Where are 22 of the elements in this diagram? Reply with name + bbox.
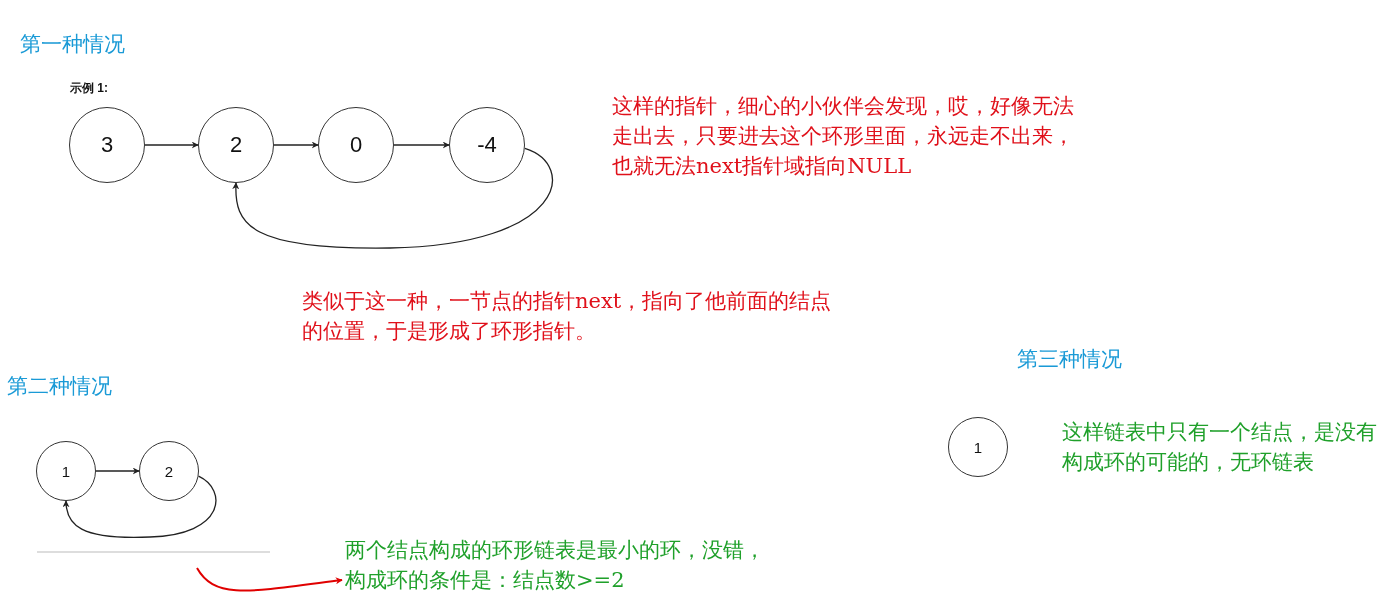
- arrow: [196, 567, 343, 592]
- list-node-circle: 2: [139, 441, 199, 501]
- example-caption: 示例 1:: [70, 80, 109, 97]
- annotation-text: 类似于这一种，一节点的指针next，指向了他前面的结点的位置，于是形成了环形指针。: [302, 288, 832, 345]
- section-heading: 第三种情况: [1017, 346, 1123, 373]
- list-node-circle: 2: [198, 107, 274, 183]
- list-node-circle: -4: [449, 107, 525, 183]
- arrow: [95, 467, 140, 475]
- annotation-text: 这样链表中只有一个结点，是没有构成环的可能的，无环链表: [1062, 419, 1378, 476]
- list-node-circle: 0: [318, 107, 394, 183]
- arrow: [393, 141, 450, 149]
- arrow: [273, 141, 319, 149]
- annotation-text: 两个结点构成的环形链表是最小的环，没错，构成环的条件是：结点数>=2: [345, 536, 770, 596]
- list-node-circle: 1: [36, 441, 96, 501]
- list-node-circle: 1: [948, 417, 1008, 477]
- arrow: [144, 141, 199, 149]
- annotation-text: 这样的指针，细心的小伙伴会发现，哎，好像无法走出去，只要进去这个环形里面，永远走不出来，也就无法next指针域指向NULL: [612, 93, 1075, 180]
- arrow: [62, 475, 217, 539]
- list-node-circle: 3: [69, 107, 145, 183]
- section-heading: 第一种情况: [20, 31, 126, 58]
- section-heading: 第二种情况: [7, 373, 113, 400]
- arrow: [232, 147, 554, 249]
